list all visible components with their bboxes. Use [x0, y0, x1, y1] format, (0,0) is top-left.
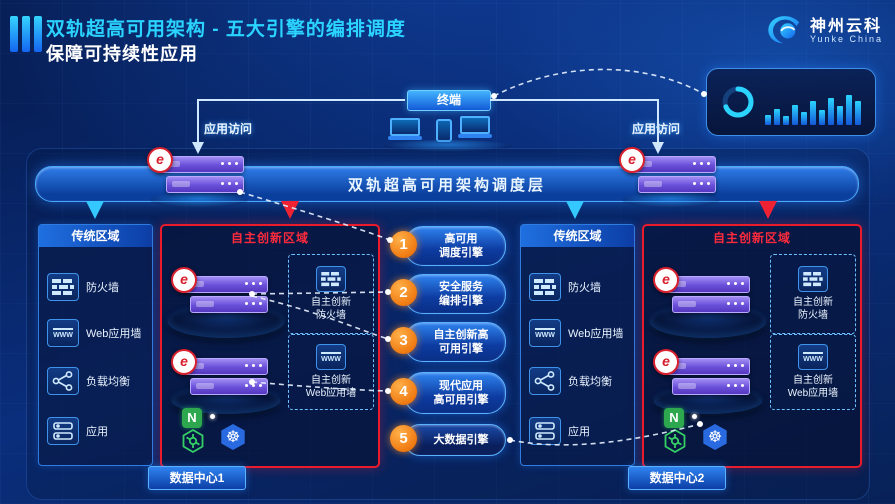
brand-badge-icon: e	[653, 349, 679, 375]
brand-name-en: Yunke China	[809, 34, 883, 45]
laptop-icon	[458, 116, 492, 138]
engine-row-4: 4 现代应用 高可用引擎	[390, 372, 508, 414]
gauge-icon	[719, 83, 757, 126]
page-title: 双轨超高可用架构 - 五大引擎的编排调度	[46, 19, 406, 40]
dc2-innovation-title: 自主创新区域	[712, 231, 791, 245]
brand-swoosh-icon	[765, 12, 803, 51]
engine-row-2: 2 安全服务 编排引擎	[390, 274, 508, 314]
waf-icon: WWW	[529, 319, 561, 347]
engine-number: 3	[390, 327, 417, 354]
server-platform	[150, 192, 248, 208]
innov-firewall-label: 自主创新 防火墙	[311, 297, 351, 321]
nginx-icon: N	[182, 408, 202, 428]
brand-name: 神州云科	[809, 17, 882, 35]
item-label: 防火墙	[86, 282, 119, 294]
waf-icon: WWW	[316, 344, 346, 370]
firewall-icon	[529, 273, 561, 301]
engine-number: 5	[390, 425, 417, 452]
connector-dot	[210, 414, 215, 419]
load-balancer-icon	[529, 367, 561, 395]
brand-badge-icon: e	[619, 147, 645, 173]
engine-label: 自主创新高 可用引擎	[433, 328, 489, 355]
access-label-right: 应用访问	[631, 122, 680, 136]
dc2-traditional-zone: 传统区域 防火墙 WWW Web应用墙 负载均衡	[520, 224, 635, 466]
brand-badge-icon: e	[171, 349, 197, 375]
waf-icon: WWW	[47, 319, 79, 347]
waf-icon: WWW	[798, 344, 828, 370]
dc2-traditional-title: 传统区域	[521, 225, 634, 247]
terminal-devices	[388, 110, 510, 144]
dc1-tab: 数据中心1	[148, 466, 246, 490]
terminal-label: 终端	[407, 90, 491, 111]
phone-icon	[436, 119, 452, 142]
server-stack: e	[171, 267, 268, 316]
innov-firewall-box: 自主创新 防火墙	[288, 254, 374, 334]
innov-firewall-label: 自主创新 防火墙	[793, 297, 833, 321]
item-label: 负载均衡	[568, 376, 612, 388]
engine-label: 安全服务 编排引擎	[439, 280, 483, 307]
server-platform	[622, 192, 720, 208]
innov-waf-box: WWW 自主创新 Web应用墙	[770, 334, 856, 410]
server-stack: e	[171, 349, 268, 398]
innov-firewall-box: 自主创新 防火墙	[770, 254, 856, 334]
item-label: 负载均衡	[86, 376, 130, 388]
engine-number: 4	[390, 378, 417, 405]
innov-waf-box: WWW 自主创新 Web应用墙	[288, 334, 374, 410]
page-subtitle: 保障可持续性应用	[46, 44, 198, 64]
brand-badge-icon: e	[147, 147, 173, 173]
nginx-icon: N	[664, 408, 684, 428]
dc2-tab: 数据中心2	[628, 466, 726, 490]
engine-number: 2	[390, 279, 417, 306]
scheduler-layer-label: 双轨超高可用架构调度层	[347, 176, 546, 194]
access-label-left: 应用访问	[203, 122, 252, 136]
engine-row-5: 5 大数据引擎	[390, 424, 508, 456]
laptop-icon	[388, 118, 422, 140]
monitor-widget	[706, 68, 876, 136]
engine-label: 现代应用 高可用引擎	[433, 379, 489, 406]
dc2-innovation-zone: 自主创新区域 e e 自主创新 防火墙 WWW 自主创新 Web应用墙 N	[642, 224, 862, 468]
server-stack: e	[619, 147, 716, 196]
engine-number: 1	[390, 231, 417, 258]
dc1-innovation-zone: 自主创新区域 e e 自主创新 防火墙 WWW 自主创新 Web应用墙 N	[160, 224, 380, 468]
item-label: Web应用墙	[86, 328, 142, 340]
dc1-traditional-zone: 传统区域 防火墙 WWW Web应用墙 负载均衡	[38, 224, 153, 466]
innov-waf-label: 自主创新 Web应用墙	[787, 375, 839, 399]
firewall-icon	[798, 266, 828, 292]
title-bars-icon	[10, 16, 42, 52]
item-label: 应用	[86, 426, 108, 438]
server-stack: e	[653, 267, 750, 316]
application-icon	[47, 417, 79, 445]
engine-row-3: 3 自主创新高 可用引擎	[390, 322, 508, 362]
brand-badge-icon: e	[653, 267, 679, 293]
engine-row-1: 1 高可用 调度引擎	[390, 226, 508, 266]
firewall-icon	[316, 266, 346, 292]
hexagon-circuit-icon	[180, 428, 206, 459]
kubernetes-icon: ☸	[703, 424, 727, 450]
kubernetes-icon: ☸	[221, 424, 245, 450]
hexagon-circuit-icon	[662, 428, 688, 459]
brand-logo: 神州云科 Yunke China	[765, 12, 883, 51]
dc1-traditional-title: 传统区域	[39, 225, 152, 247]
brand-badge-icon: e	[171, 267, 197, 293]
item-label: Web应用墙	[568, 328, 624, 340]
server-stack: e	[653, 349, 750, 398]
application-icon	[529, 417, 561, 445]
firewall-icon	[47, 273, 79, 301]
terminal-platform	[384, 140, 512, 152]
innov-waf-label: 自主创新 Web应用墙	[305, 375, 357, 399]
engine-label: 大数据引擎	[433, 433, 489, 446]
item-label: 应用	[568, 426, 590, 438]
dc1-innovation-title: 自主创新区域	[230, 231, 309, 245]
load-balancer-icon	[47, 367, 79, 395]
connector-dot	[692, 414, 697, 419]
engine-label: 高可用 调度引擎	[439, 232, 483, 259]
dashboard-bars	[765, 79, 867, 125]
item-label: 防火墙	[568, 282, 601, 294]
server-stack: e	[147, 147, 244, 196]
